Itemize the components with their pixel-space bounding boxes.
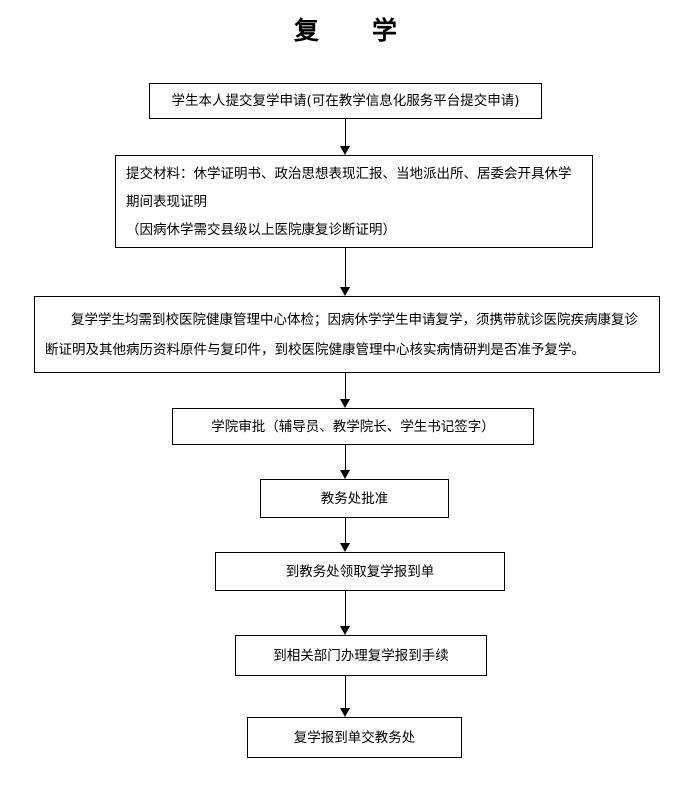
flow-node-1-line-1: 学生本人提交复学申请(可在教学信息化服务平台提交申请) (171, 93, 520, 109)
flow-node-3-line-1: 复学学生均需到校医院健康管理中心体检；因病休学学生申请复学，须携带就诊医院疾病康… (71, 311, 638, 328)
arrowhead-1-2 (339, 146, 350, 155)
flow-node-8-line-1: 复学报到单交教务处 (293, 729, 416, 746)
flow-node-6-line-1: 到教务处领取复学报到单 (285, 563, 435, 580)
arrowhead-6-7 (339, 626, 350, 635)
arrowhead-5-6 (339, 543, 350, 552)
flow-node-2-line-1: 提交材料：休学证明书、政治思想表现汇报、当地派出所、居委会开具休学 (126, 165, 572, 182)
flow-node-1[interactable]: 学生本人提交复学申请(可在教学信息化服务平台提交申请) (149, 83, 542, 119)
connector-6-7 (345, 591, 346, 626)
connector-4-5 (345, 445, 346, 470)
page-title: 复 学 (293, 16, 411, 45)
flow-node-7-line-1: 到相关部门办理复学报到手续 (273, 647, 449, 664)
flow-node-6[interactable]: 到教务处领取复学报到单 (215, 552, 505, 591)
flow-node-2-line-2: 期间表现证明 (126, 193, 207, 210)
connector-7-8 (345, 676, 346, 708)
flow-node-2-line-3: （因病休学需交县级以上医院康复诊断证明） (126, 221, 396, 238)
flow-node-8[interactable]: 复学报到单交教务处 (247, 717, 462, 758)
flow-node-4[interactable]: 学院审批（辅导员、教学院长、学生书记签字） (172, 408, 534, 445)
flow-node-5[interactable]: 教务处批准 (260, 479, 449, 518)
connector-1-2 (345, 119, 346, 146)
connector-3-4 (345, 373, 346, 399)
flow-node-7[interactable]: 到相关部门办理复学报到手续 (235, 635, 487, 676)
connector-5-6 (345, 518, 346, 543)
arrowhead-2-3 (339, 287, 350, 296)
flow-node-5-line-1: 教务处批准 (320, 490, 389, 507)
arrowhead-7-8 (339, 708, 350, 717)
flow-node-2[interactable]: 提交材料：休学证明书、政治思想表现汇报、当地派出所、居委会开具休学 期间表现证明… (115, 155, 593, 248)
connector-2-3 (345, 248, 346, 287)
flow-node-3-line-2: 断证明及其他病历资料原件与复印件，到校医院健康管理中心核实病情研判是否准予复学。 (45, 341, 585, 358)
flow-node-3[interactable]: 复学学生均需到校医院健康管理中心体检；因病休学学生申请复学，须携带就诊医院疾病康… (34, 296, 660, 373)
flow-node-4-line-1: 学院审批（辅导员、教学院长、学生书记签字） (211, 418, 495, 435)
arrowhead-3-4 (339, 399, 350, 408)
arrowhead-4-5 (339, 470, 350, 479)
